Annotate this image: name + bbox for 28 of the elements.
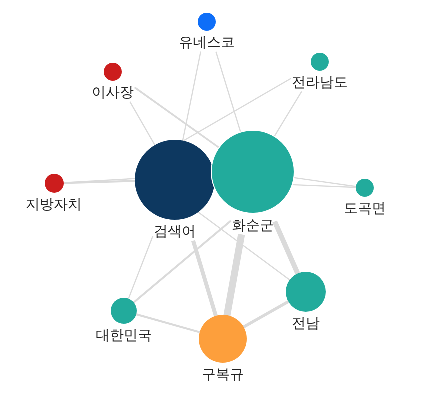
- edge-line: [216, 52, 242, 132]
- node-label: 유네스코: [179, 35, 235, 51]
- node-label: 검색어: [154, 224, 196, 240]
- edge-line: [128, 236, 154, 300]
- node-label: 지방자치: [26, 197, 82, 213]
- node-label: 전라남도: [292, 75, 348, 91]
- node-label: 이사장: [92, 85, 134, 101]
- edge-line: [224, 234, 246, 316]
- node-label: 도곡면: [344, 201, 386, 217]
- edge-line: [182, 52, 202, 142]
- edge-line: [136, 314, 200, 334]
- edge-line: [274, 91, 302, 136]
- edge-line: [192, 240, 218, 317]
- edge-line: [63, 178, 136, 184]
- edge-line: [198, 212, 291, 281]
- edge-line: [63, 180, 136, 184]
- edge-line: [294, 177, 356, 188]
- edge-line: [242, 300, 290, 329]
- edge-line: [134, 86, 220, 149]
- node-label: 화순군: [232, 218, 274, 234]
- node-label: 대한민국: [96, 328, 152, 344]
- edge-line: [272, 220, 300, 276]
- edge-line: [183, 78, 292, 142]
- edge-line: [133, 220, 232, 304]
- node-label: 구복규: [202, 367, 244, 383]
- edge-line: [130, 102, 156, 146]
- node-label: 전남: [292, 316, 320, 332]
- edge-line: [292, 184, 356, 188]
